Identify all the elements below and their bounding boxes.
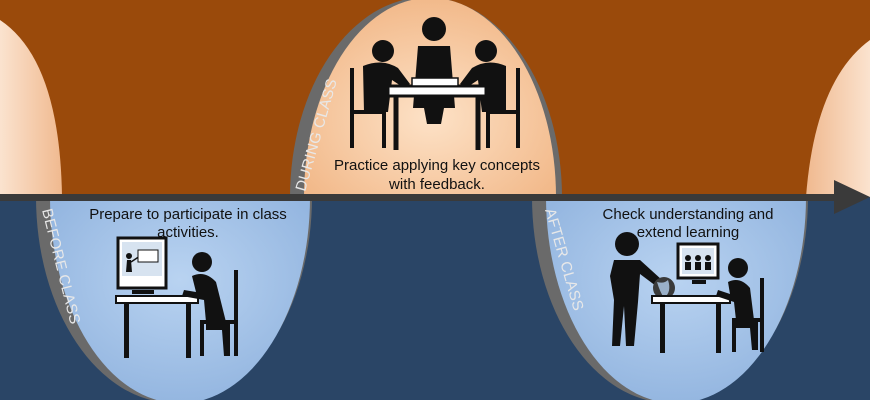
before-caption-line-1: Prepare to participate in class: [89, 206, 287, 223]
during-caption-line-2: with feedback.: [388, 176, 485, 193]
student-at-desk-icon: [115, 252, 238, 358]
timeline-arrow: [0, 180, 870, 214]
after-caption-line-1: Check understanding and: [603, 206, 774, 223]
teacher-at-screen-icon: [116, 236, 168, 294]
student-at-computer-icon: [651, 258, 764, 353]
during-caption-line-1: Practice applying key concepts: [334, 157, 540, 174]
left-edge-hump: [0, 20, 62, 197]
after-caption-line-2: extend learning: [637, 224, 740, 241]
group-table-meeting-icon: [350, 17, 520, 150]
right-edge-hump: [806, 40, 870, 197]
video-monitor-icon: [676, 242, 720, 284]
before-caption-line-2: activities.: [157, 224, 219, 241]
